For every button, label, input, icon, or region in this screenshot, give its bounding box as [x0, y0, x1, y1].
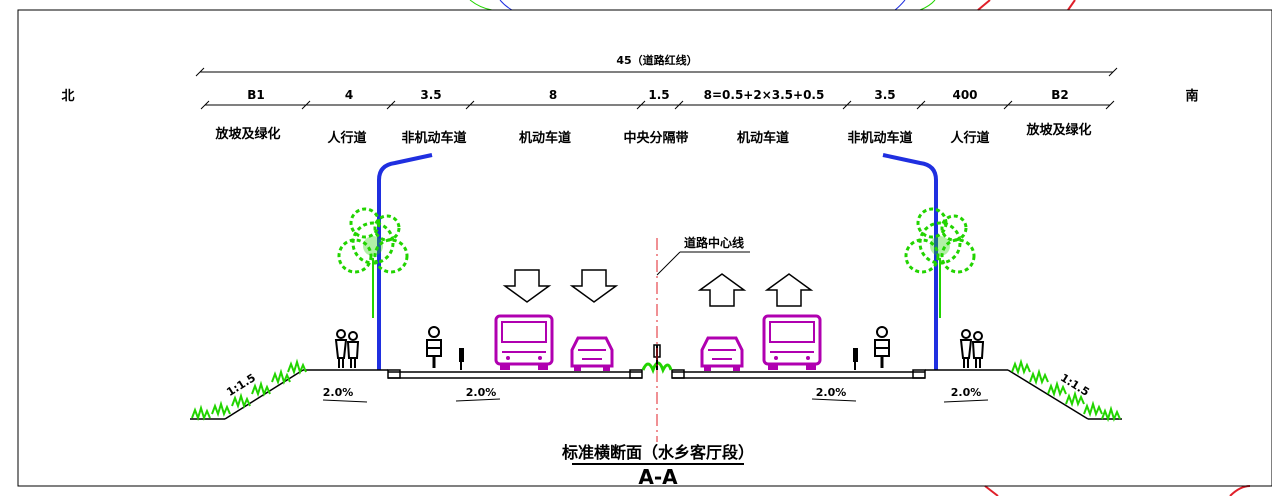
zone-slope-left: 放坡及绿化: [214, 126, 280, 142]
bus-right: [762, 314, 822, 372]
south-label: 南: [1185, 88, 1198, 104]
total-width-label: 45（道路红线）: [616, 53, 697, 67]
street-lamp-left: [377, 153, 433, 370]
dim-bike-right: 3.5: [874, 88, 895, 102]
arrow-down-icon: [571, 269, 617, 303]
tree-right: [904, 207, 976, 320]
section-title-block: 标准横断面（水乡客厅段） A-A: [561, 443, 754, 489]
dim-motor-left: 8: [549, 88, 557, 102]
segment-dimensions: B1 4 3.5 8 1.5 8=0.5+2×3.5+0.5 3.5 400 B…: [200, 88, 1115, 110]
zone-slope-right: 放坡及绿化: [1025, 122, 1091, 138]
grade-label: 2.0%: [466, 386, 497, 399]
zone-median: 中央分隔带: [623, 130, 688, 146]
car-right: [700, 336, 744, 373]
zone-bike-lane-right: 非机动车道: [847, 130, 912, 146]
zone-labels: 放坡及绿化 人行道 非机动车道 机动车道 中央分隔带 机动车道 非机动车道 人行…: [214, 122, 1091, 146]
signal-left: [458, 347, 465, 371]
section-mark: A-A: [638, 465, 678, 489]
zone-sidewalk-left: 人行道: [327, 130, 366, 146]
grade-label: 2.0%: [951, 386, 982, 399]
signal-right: [852, 347, 859, 371]
centerline-label: 道路中心线: [684, 235, 744, 250]
grade-labels: 2.0% 2.0% 2.0% 2.0%: [323, 386, 989, 403]
north-label: 北: [61, 89, 74, 104]
arrow-up-icon: [766, 273, 812, 307]
section-title: 标准横断面（水乡客厅段）: [561, 443, 754, 462]
dim-median: 1.5: [648, 88, 669, 102]
dim-sidewalk-right: 400: [952, 88, 977, 102]
street-lamp-right: [882, 153, 938, 370]
cyclist-right: [873, 325, 891, 370]
zone-motor-lane-right: 机动车道: [737, 130, 789, 146]
dim-bike-left: 3.5: [420, 88, 441, 102]
pedestrians-right: [960, 329, 984, 369]
centerline-leader: 道路中心线: [656, 235, 750, 276]
total-width-dimension: 45（道路红线）: [195, 53, 1118, 77]
zone-motor-lane-left: 机动车道: [519, 130, 571, 146]
car-left: [570, 336, 614, 373]
bus-left: [494, 314, 554, 372]
cyclist-left: [425, 325, 443, 370]
dim-b2: B2: [1051, 88, 1069, 102]
pedestrians-left: [335, 329, 359, 369]
arrow-up-icon: [699, 273, 745, 307]
background-curves: [469, 0, 1251, 497]
tree-left: [337, 207, 409, 320]
grade-label: 2.0%: [323, 386, 354, 399]
arrow-down-icon: [504, 269, 550, 303]
zone-sidewalk-right: 人行道: [950, 130, 989, 146]
dim-b1: B1: [247, 88, 265, 102]
zone-bike-lane-left: 非机动车道: [401, 130, 466, 146]
dim-motor-right: 8=0.5+2×3.5+0.5: [704, 88, 825, 102]
dim-sidewalk-left: 4: [345, 88, 353, 102]
drawing-frame: [17, 9, 1272, 487]
grade-label: 2.0%: [816, 386, 847, 399]
